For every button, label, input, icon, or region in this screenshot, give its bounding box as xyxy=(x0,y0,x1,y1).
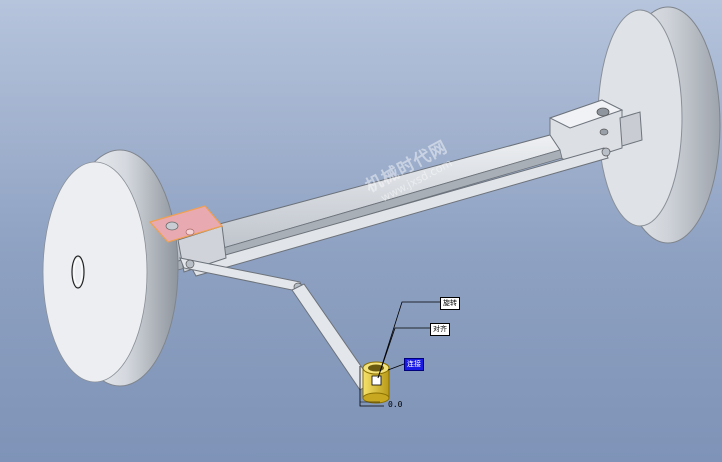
left-wheel[interactable] xyxy=(42,149,179,387)
annotation-leaders xyxy=(359,301,440,407)
right-hub-bracket[interactable] xyxy=(548,99,643,165)
constraint-marker[interactable] xyxy=(371,375,382,386)
selected-connection-label[interactable]: 连接 xyxy=(404,358,424,371)
rotate-constraint-label[interactable]: 旋转 xyxy=(440,297,460,310)
dimension-value[interactable]: 0.0 xyxy=(388,400,403,409)
tie-rod[interactable] xyxy=(189,147,611,277)
steering-column-cup[interactable] xyxy=(362,361,390,404)
align-constraint-label[interactable]: 对齐 xyxy=(430,323,450,336)
